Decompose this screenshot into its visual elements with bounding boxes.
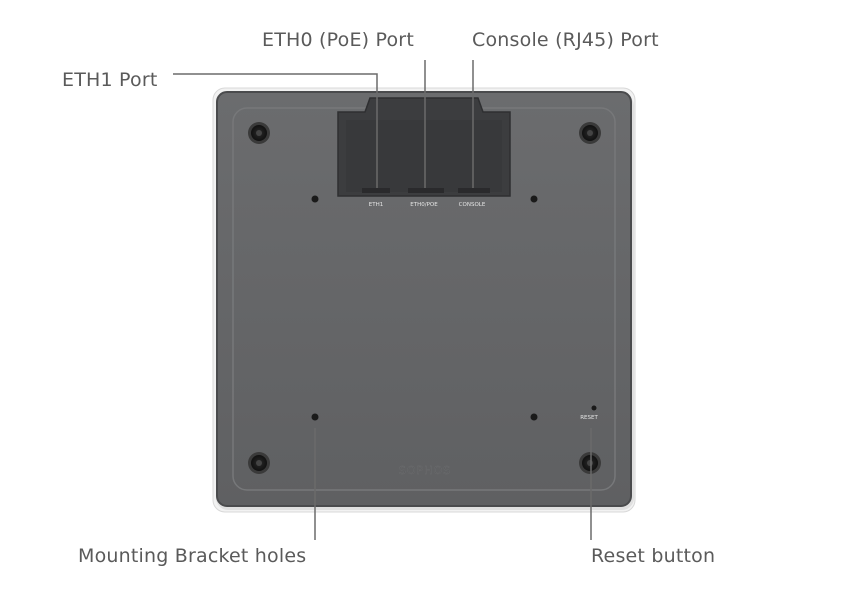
callout-mounting: Mounting Bracket holes bbox=[78, 545, 307, 567]
reset-pinhole[interactable] bbox=[591, 405, 597, 411]
leader-eth1 bbox=[173, 73, 378, 188]
port-eth0-slot bbox=[408, 188, 444, 193]
callout-console: Console (RJ45) Port bbox=[472, 29, 659, 51]
port-console-label: CONSOLE bbox=[459, 202, 486, 208]
callout-eth1: ETH1 Port bbox=[62, 69, 158, 91]
reset-label: RESET bbox=[580, 415, 598, 421]
screw-top-left bbox=[248, 122, 270, 144]
port-eth1-slot bbox=[362, 188, 390, 193]
mounting-hole-top-left bbox=[311, 195, 319, 203]
mounting-hole-top-right bbox=[530, 195, 538, 203]
screw-top-right bbox=[579, 122, 601, 144]
screw-bottom-left bbox=[248, 452, 270, 474]
mounting-hole-bottom-right bbox=[530, 413, 538, 421]
brand-emboss: SOPHOS bbox=[399, 464, 451, 477]
port-eth0-label: ETH0/POE bbox=[410, 202, 438, 208]
port-eth1-label: ETH1 bbox=[369, 202, 383, 208]
screw-bottom-right bbox=[579, 452, 601, 474]
mounting-hole-bottom-left bbox=[311, 413, 319, 421]
port-recess-inner bbox=[346, 120, 502, 192]
callout-eth0: ETH0 (PoE) Port bbox=[262, 29, 414, 51]
callout-reset: Reset button bbox=[591, 545, 716, 567]
port-console-slot bbox=[458, 188, 490, 193]
device-body bbox=[216, 91, 632, 507]
